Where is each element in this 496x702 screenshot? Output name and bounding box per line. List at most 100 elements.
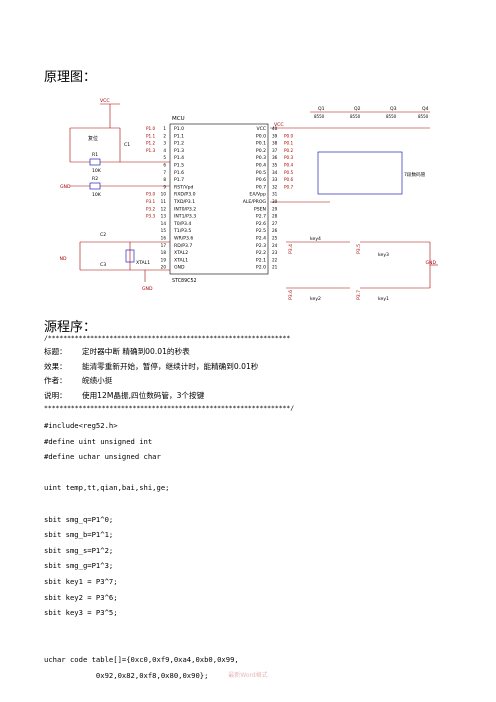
net-label: P3.5 <box>356 244 362 254</box>
mcu-right-pin-num: 22 <box>272 257 278 262</box>
info-value: 皖绩小挺 <box>82 376 113 385</box>
mcu-left-pin: RD/P3.7 <box>174 243 192 249</box>
code-line <box>44 636 239 652</box>
c3-label: C3 <box>100 262 106 268</box>
source-heading: 源程序： <box>44 320 97 335</box>
mcu-right-pin: P0.3 <box>256 155 266 161</box>
mcu-left-pin: INT0/P3.2 <box>174 206 196 212</box>
code-line <box>44 496 239 512</box>
mcu-left-pin: T0/P3.4 <box>173 221 191 227</box>
net-label: P1.2 <box>146 141 156 146</box>
xtal-label: XTAL1 <box>136 260 150 266</box>
net-label: P0.2 <box>284 148 294 153</box>
mcu-right-pin: P0.2 <box>256 148 266 154</box>
mcu-left-pin: P1.6 <box>174 170 184 176</box>
mcu-left-pin-num: 6 <box>163 163 166 168</box>
gnd-label: GND <box>60 256 67 262</box>
code-line: sbit key3 = P3^5; <box>44 608 118 618</box>
mcu-left-pin-num: 8 <box>163 177 166 182</box>
gnd-label: GND <box>142 286 153 292</box>
mcu-left-pin: WR/P3.6 <box>174 236 193 242</box>
mcu-right-pin-num: 39 <box>272 133 278 138</box>
key1-label: key1 <box>378 296 389 302</box>
net-label: P0.5 <box>284 170 294 175</box>
net-label: P3.6 <box>288 290 294 300</box>
mcu-right-pin-num: 33 <box>272 177 278 182</box>
mcu-left-pin: P1.0 <box>174 126 184 132</box>
net-label: P0.3 <box>284 155 294 160</box>
footer-watermark: 最新Word格式 <box>228 672 268 679</box>
transistor-type: 8550 <box>314 114 325 119</box>
info-key: 标题： <box>44 347 67 356</box>
mcu-right-pin: P2.3 <box>256 243 266 249</box>
mcu-right-pin: P0.7 <box>256 184 266 190</box>
mcu-right-pin: VCC <box>256 126 266 132</box>
mcu-right-pin: P2.7 <box>256 214 266 220</box>
mcu-left-pin-num: 9 <box>163 184 166 189</box>
mcu-right-pin-num: 28 <box>272 214 278 219</box>
info-value: 能清零重新开始，暂停，继续计时，能精确到0.01秒 <box>82 361 259 371</box>
mcu-right-pin-num: 24 <box>272 243 278 248</box>
mcu-right-pin: P2.2 <box>256 250 266 256</box>
code-line: #define uint unsigned int <box>44 436 153 446</box>
net-label: P1.1 <box>146 133 156 138</box>
mcu-right-pin-num: 29 <box>272 206 278 211</box>
code-line: #define uchar unsigned char <box>44 452 161 462</box>
net-label: P3.2 <box>146 206 156 211</box>
comment-stars-bottom: ****************************************… <box>44 404 295 412</box>
r2-value: 10K <box>92 192 102 198</box>
schematic-diagram: MCUSTC89C52P1.01P1.0P1.12P1.1P1.23P1.2P1… <box>60 98 438 302</box>
transistor-label: Q4 <box>422 106 429 112</box>
mcu-left-pin-num: 15 <box>161 228 167 233</box>
code-line: sbit smg_g=P1^3; <box>44 561 114 571</box>
net-label: P3.3 <box>146 214 156 219</box>
mcu-right-pin: P2.4 <box>256 236 266 242</box>
mcu-left-pin: RXD/P3.0 <box>174 192 196 198</box>
mcu-left-pin-num: 7 <box>163 170 166 175</box>
mcu-right-pin: EA/Vpp <box>249 192 266 198</box>
mcu-right-pin: P0.1 <box>256 141 266 147</box>
info-line: 作者： 皖绩小挺 <box>44 375 112 386</box>
code-line: sbit smg_s=P1^2; <box>44 545 114 555</box>
info-key: 作者： <box>44 376 67 385</box>
mcu-left-pin: T1/P3.5 <box>173 228 191 234</box>
net-label: P1.0 <box>146 126 156 131</box>
mcu-left-pin-num: 1 <box>163 126 166 131</box>
mcu-right-pin: P0.0 <box>256 133 266 139</box>
vcc-label: VCC <box>100 98 110 104</box>
mcu-right-pin-num: 35 <box>272 163 278 168</box>
code-line: sbit key1 = P3^7; <box>44 576 118 586</box>
transistor-label: Q1 <box>318 106 325 112</box>
gnd-label: GND <box>60 184 71 190</box>
mcu-left-pin-num: 12 <box>161 206 167 211</box>
net-label: P3.4 <box>288 244 294 254</box>
mcu-left-pin-num: 20 <box>161 265 167 270</box>
code-line: uint temp,tt,qian,bai,shi,ge; <box>44 483 170 493</box>
key2-label: key2 <box>310 296 321 302</box>
mcu-left-pin-num: 3 <box>163 141 166 146</box>
mcu-left-pin: P1.2 <box>174 141 184 147</box>
code-line: 0x92,0x82,0xf8,0x80,0x90}; <box>44 670 209 680</box>
mcu-title: MCU <box>172 116 185 122</box>
transistor-label: Q2 <box>354 106 361 112</box>
mcu-right-pin-num: 34 <box>272 170 278 175</box>
info-value: 使用12M晶振,四位数码管，3个按键 <box>82 390 205 400</box>
info-key: 效果： <box>44 361 67 371</box>
r2-label: R2 <box>92 176 98 182</box>
code-block: #include<reg52.h>#define uint unsigned i… <box>44 418 239 683</box>
mcu-left-pin: P1.4 <box>174 155 184 161</box>
info-value: 定时器中断 精确到00.01的秒表 <box>82 347 190 356</box>
chip-name: STC89C52 <box>172 278 197 284</box>
net-label: P0.1 <box>284 141 294 146</box>
net-label: P3.0 <box>146 192 156 197</box>
mcu-left-pin: TXD/P3.1 <box>173 199 195 205</box>
display-label: 7段数码管 <box>404 171 426 178</box>
info-key: 说明： <box>44 390 67 400</box>
code-line: sbit key2 = P3^6; <box>44 592 118 602</box>
reset-label: 复位 <box>88 135 98 142</box>
mcu-left-pin-num: 17 <box>161 243 167 248</box>
c1-label: C1 <box>124 142 130 148</box>
transistor-type: 8550 <box>386 114 397 119</box>
mcu-right-pin-num: 21 <box>272 265 278 270</box>
r1-label: R1 <box>92 152 98 158</box>
